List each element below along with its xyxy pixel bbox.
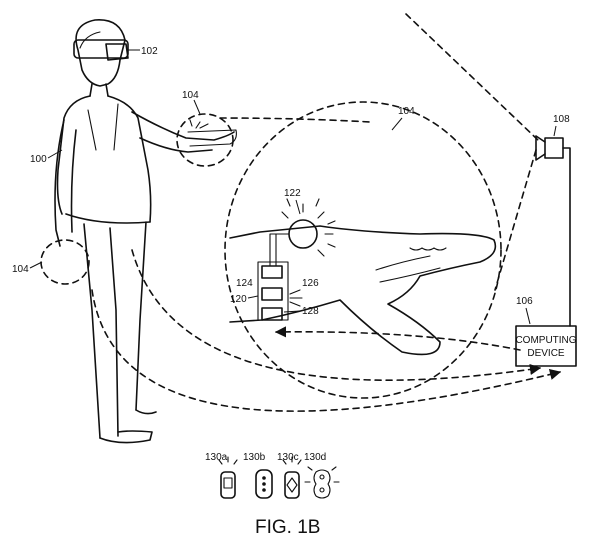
label-user: 100 [30,154,47,165]
glove-circle-left [40,239,90,285]
label-variant-a: 130a [205,452,228,463]
label-computing: 106 [516,296,533,307]
label-variant-d: 130d [304,452,326,463]
computing-device: COMPUTING DEVICE [515,325,577,367]
label-circuit: 120 [230,294,247,305]
label-glove-left: 104 [12,264,29,275]
label-block-top: 124 [236,278,253,289]
variants [218,456,340,499]
computing-box-line1: COMPUTING [515,335,576,346]
label-block-bottom: 128 [302,306,319,317]
label-variant-b: 130b [243,452,266,463]
label-camera: 108 [553,114,570,125]
figure-caption: FIG. 1B [255,517,320,538]
user-figure [54,19,235,444]
label-variant-c: 130c [277,452,299,463]
zoomed-hand [229,225,497,356]
hmd-headset [73,39,129,61]
label-glove-zoom: 104 [398,106,415,117]
circuit-blocks [257,233,303,321]
label-light: 122 [284,188,301,199]
label-block-mid: 126 [302,278,319,289]
computing-box-line2: DEVICE [527,348,565,359]
camera-108 [535,135,564,161]
glove-circle-right [176,113,234,167]
label-glove-hand: 104 [182,90,199,101]
label-hmd: 102 [141,46,158,57]
zoom-circle [224,101,502,399]
